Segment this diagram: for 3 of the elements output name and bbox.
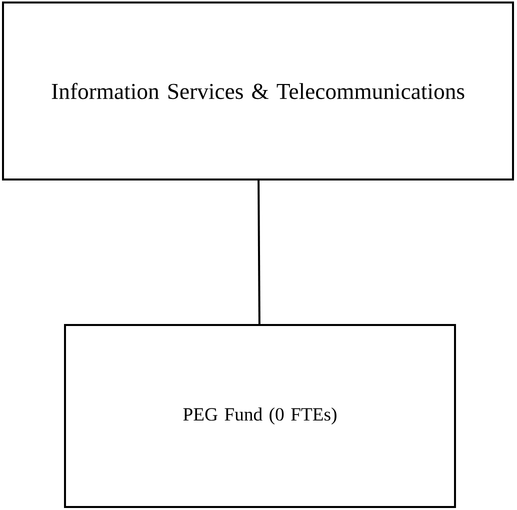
org-box: PEG Fund (0 FTEs) [64, 324, 456, 508]
connector-line [258, 180, 260, 324]
org-box: Information Services & Telecommunications [2, 1, 514, 181]
